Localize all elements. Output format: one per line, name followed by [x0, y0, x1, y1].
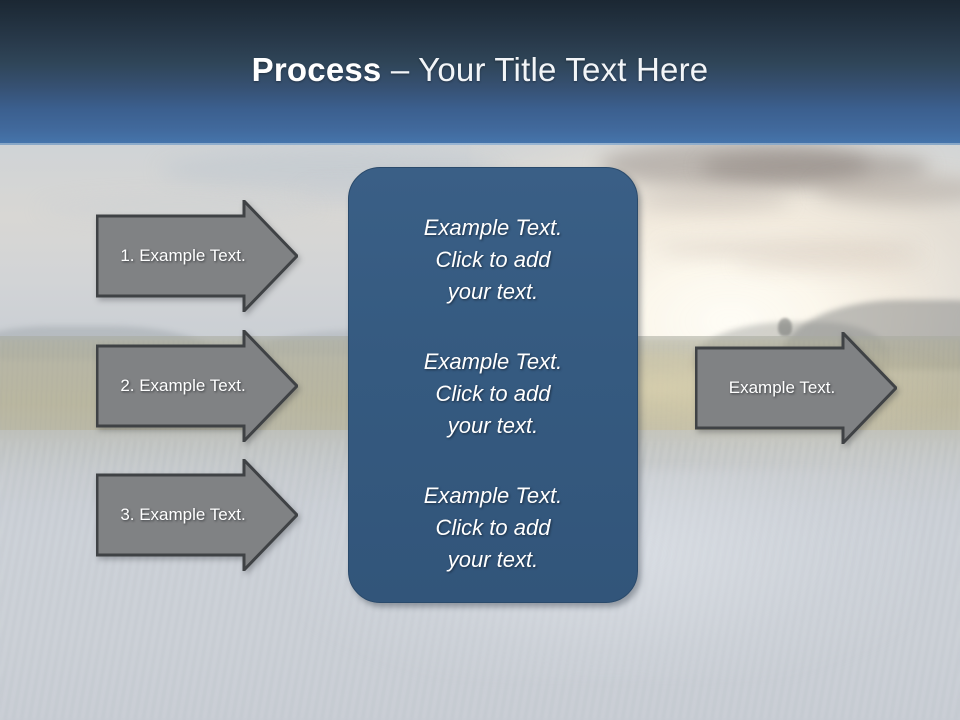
cloud-wisp: [735, 255, 925, 273]
right-arrow-icon: [96, 330, 298, 442]
content-paragraph-2: Example Text. Click to add your text.: [423, 349, 563, 438]
page-title-emphasis: Process: [251, 51, 382, 88]
tree-silhouette: [778, 318, 792, 336]
content-paragraph-1: Example Text. Click to add your text.: [423, 215, 563, 304]
right-arrow-icon: [695, 332, 897, 444]
process-output-arrow[interactable]: Example Text.: [695, 332, 897, 444]
page-title: Process – Your Title Text Here: [0, 51, 960, 89]
cloud-wisp: [815, 175, 960, 205]
cloud-wisp: [660, 238, 920, 260]
right-arrow-icon: [96, 459, 298, 571]
process-input-arrow-3[interactable]: 3. Example Text.: [96, 459, 298, 571]
cloud-wisp: [640, 188, 790, 214]
content-paragraph-3: Example Text. Click to add your text.: [423, 483, 563, 572]
title-banner-underline: [0, 143, 960, 145]
process-input-arrow-1[interactable]: 1. Example Text.: [96, 200, 298, 312]
process-input-arrow-2[interactable]: 2. Example Text.: [96, 330, 298, 442]
process-content-box[interactable]: Example Text. Click to add your text. Ex…: [348, 167, 638, 603]
right-arrow-icon: [96, 200, 298, 312]
cloud-wisp: [600, 142, 870, 188]
page-title-remainder: – Your Title Text Here: [381, 51, 709, 88]
title-banner: [0, 0, 960, 143]
cloud-wisp: [700, 150, 930, 184]
